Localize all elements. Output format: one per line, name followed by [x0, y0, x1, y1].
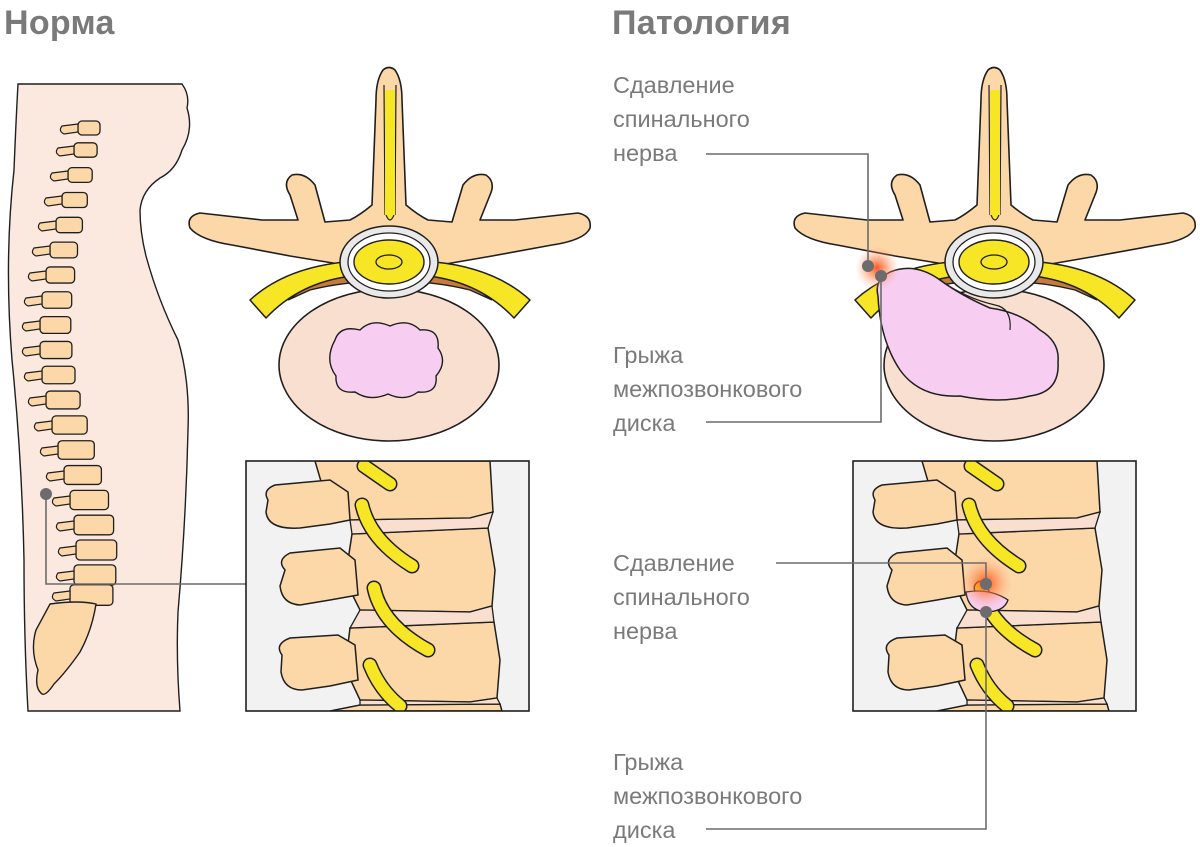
spinous-process: [21, 320, 41, 332]
vertebra-body: [63, 464, 103, 486]
spinous-process: [57, 545, 77, 557]
spinous-process: [27, 270, 47, 282]
vertebra-body: [61, 191, 88, 209]
spinous-process: [23, 295, 43, 307]
spinous-process: [27, 395, 47, 407]
title-pathology: Патология: [612, 4, 791, 42]
vertebra-body: [45, 266, 76, 284]
vertebra-body: [73, 564, 117, 586]
vertebra-body: [73, 514, 115, 536]
vertebra-body: [57, 440, 95, 460]
vertebra-body: [73, 142, 98, 158]
spinous-process: [23, 370, 43, 382]
leader-lines: [706, 153, 987, 830]
spinous-process: [49, 170, 69, 182]
spinous-process: [51, 590, 71, 602]
segment-frame-normal: [245, 460, 530, 712]
title-normal: Норма: [4, 4, 115, 42]
spinous-process: [55, 520, 75, 532]
vertebra-body: [39, 340, 73, 360]
vertebra-body: [67, 166, 93, 183]
vertebra-body: [41, 291, 73, 309]
vertebra-body: [51, 415, 88, 435]
spine-segment-normal: [246, 461, 529, 711]
label-nerve-compression-top: Сдавление спинального нерва: [613, 72, 750, 166]
spinous-process: [39, 445, 59, 457]
vertebra-body: [77, 120, 101, 136]
spinous-process: [45, 470, 65, 482]
vertebra-body: [55, 216, 84, 234]
vertebra-cross-section-normal: [188, 66, 592, 442]
vertebra-body: [41, 365, 76, 385]
vertebra-body: [45, 390, 81, 410]
label-nerve-compression-bottom: Сдавление спинального нерва: [613, 550, 750, 644]
spinous-process: [21, 345, 41, 357]
vertebra-cross-section-pathology: [793, 66, 1197, 442]
label-disc-hernia-top: Грыжа межпозвонкового диска: [613, 342, 803, 436]
spinous-process: [37, 220, 57, 232]
body-silhouette: [7, 83, 191, 712]
spinous-process: [59, 123, 79, 135]
spinous-process: [33, 420, 53, 432]
segment-leader-line: [45, 494, 246, 585]
vertebra-body: [49, 241, 79, 259]
label-disc-hernia-bottom: Грыжа межпозвонкового диска: [613, 749, 803, 843]
segment-marker-dot: [40, 488, 52, 500]
spine-segment-pathology: [853, 461, 1136, 711]
spine-column: [21, 120, 118, 606]
spinous-process: [51, 495, 71, 507]
vertebra-body: [39, 315, 72, 335]
vertebra-body: [69, 489, 110, 511]
spinous-process: [55, 570, 75, 582]
spinous-process: [43, 195, 63, 207]
sacrum: [32, 601, 97, 695]
spinous-process: [55, 145, 75, 157]
vertebra-body: [75, 539, 118, 561]
leader-dots: [862, 260, 992, 618]
spinous-process: [31, 245, 51, 257]
segment-frame-pathology: [852, 460, 1137, 712]
